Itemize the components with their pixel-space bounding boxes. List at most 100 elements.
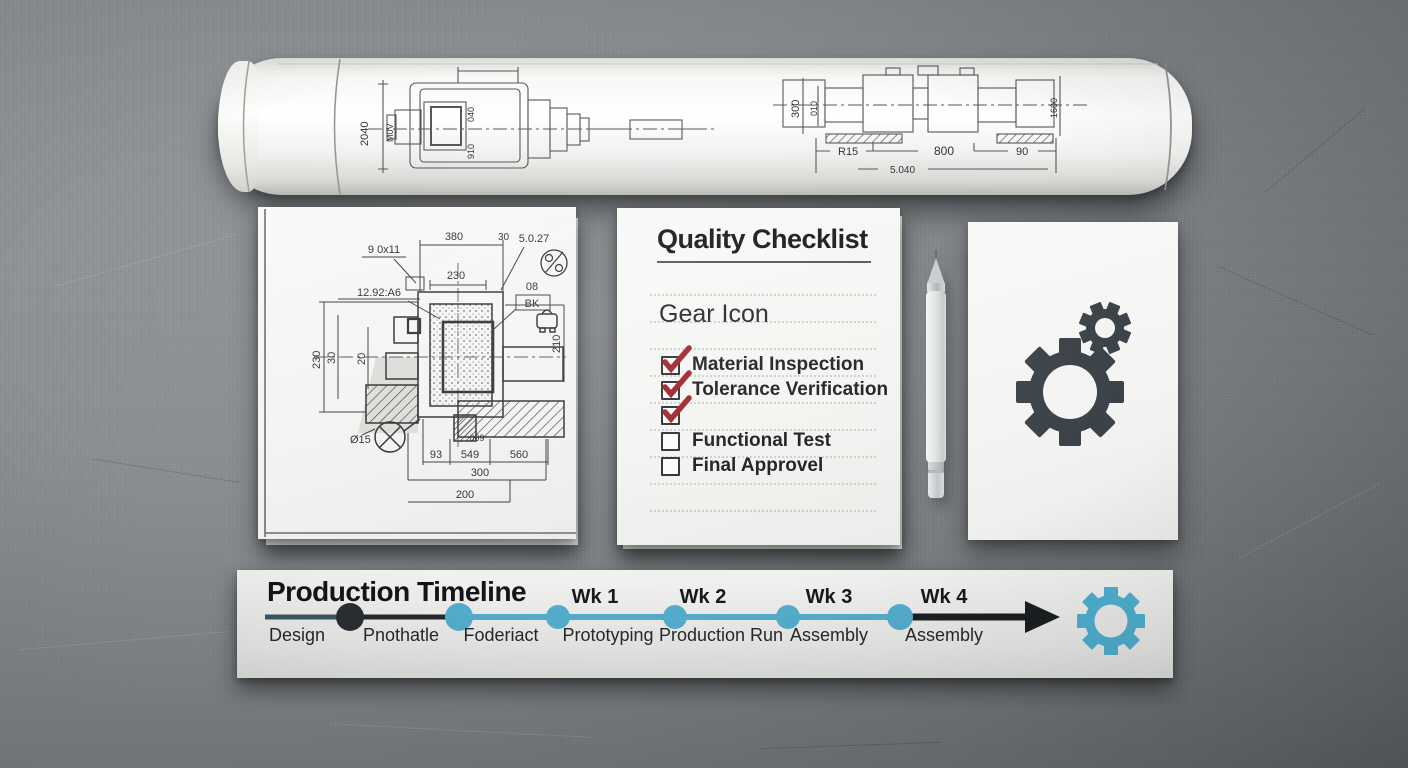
dim-label: 230 — [447, 270, 465, 282]
timeline-node[interactable] — [336, 603, 364, 631]
roll-dim-label: R15 — [838, 146, 858, 158]
checklist-item-label: Functional Test — [692, 430, 831, 451]
roll-dim-label: M0V — [385, 123, 395, 142]
checkbox[interactable] — [661, 456, 680, 476]
dim-label: 069 — [469, 433, 484, 443]
ruled-line — [650, 402, 876, 404]
checkbox[interactable] — [661, 369, 692, 400]
check-icon — [662, 394, 692, 423]
scratch — [1239, 482, 1381, 559]
timeline-node[interactable] — [776, 605, 800, 629]
pen-ferrule — [927, 283, 945, 292]
stage-label: Foderiact — [463, 625, 539, 645]
dim-label: 9 0x11 — [368, 244, 400, 256]
week-label: Wk 1 — [571, 586, 619, 608]
ruled-line — [650, 375, 876, 377]
dim-label: 380 — [445, 231, 463, 243]
arrow-head-icon — [1025, 601, 1060, 633]
dim-label: 560 — [510, 449, 528, 461]
checkbox[interactable] — [661, 394, 692, 425]
check-icon — [662, 369, 692, 398]
ruled-line — [650, 429, 876, 431]
dim-label: 200 — [456, 489, 474, 501]
timeline-node[interactable] — [663, 605, 687, 629]
dim-label: Ø15 — [350, 434, 371, 446]
scratch — [1217, 265, 1373, 336]
checklist-row: Material Inspection — [661, 344, 865, 376]
small-gear-icon — [1078, 301, 1132, 355]
roll-dim-label: 910 — [466, 144, 476, 159]
roll-dim-label: 040 — [466, 107, 476, 122]
pen-neck — [928, 462, 944, 470]
pen-body — [926, 291, 946, 463]
dim-label: 12.92:A6 — [357, 287, 401, 299]
production-timeline-panel: Production Timeline Wk 1 Wk 2 — [237, 570, 1173, 678]
stage-label: Pnothatle — [362, 625, 440, 645]
timeline-node[interactable] — [887, 604, 913, 630]
roll-dim-label: 300 — [790, 100, 802, 118]
pen — [922, 250, 950, 502]
dim-label: 230 — [311, 351, 323, 369]
week-label: Wk 2 — [679, 586, 727, 608]
checklist-item-label: Tolerance Verification — [692, 379, 889, 400]
checklist-row: Final Approvel — [661, 455, 823, 477]
check-icon — [662, 344, 692, 373]
title-underline — [657, 261, 871, 263]
dim-label: 30 — [326, 352, 338, 364]
quality-checklist-card: Quality Checklist Gear Icon Material Ins… — [617, 208, 900, 545]
dim-label: 300 — [471, 467, 489, 479]
checklist-item-label: Material Inspection — [692, 354, 865, 375]
ruled-line — [650, 348, 876, 350]
checklist-row: Tolerance Verification — [661, 369, 889, 401]
week-label: Wk 4 — [920, 586, 968, 608]
roll-dim-label: 800 — [934, 144, 954, 158]
ruled-line — [650, 510, 876, 512]
scratch — [330, 723, 590, 738]
stage-label: Prototyping — [562, 625, 654, 645]
dim-label: 20 — [356, 353, 368, 365]
scratch — [53, 233, 237, 288]
roll-dim-label: 010 — [809, 101, 819, 116]
timeline-node[interactable] — [546, 605, 570, 629]
pen-cone — [927, 258, 945, 284]
timeline-gear-icon — [1077, 587, 1145, 655]
blueprint-roll-drawing: 2040 M0V 040 910 300 010 1600 R15 800 90… — [242, 58, 1172, 195]
timeline-graphic — [265, 587, 1145, 655]
week-label: Wk 3 — [805, 586, 853, 608]
checkbox[interactable] — [661, 431, 680, 451]
roll-dim-label: 90 — [1016, 146, 1028, 158]
pen-cap — [928, 470, 944, 498]
ruled-line — [650, 483, 876, 485]
roll-dim-label: 2040 — [359, 122, 371, 146]
checklist-row — [661, 394, 692, 426]
dim-label: 30 — [498, 232, 510, 243]
stage-label: Design — [268, 625, 326, 645]
dim-label: 08 — [526, 281, 538, 293]
dim-label: 549 — [461, 449, 479, 461]
pen-tip — [935, 250, 937, 262]
dim-label: BK — [525, 298, 540, 310]
stage-label: Assembly — [789, 625, 869, 645]
scratch — [1264, 108, 1366, 193]
large-gear-icon — [1016, 338, 1124, 446]
checklist-item-label: Final Approvel — [692, 455, 824, 476]
scratch — [20, 630, 230, 651]
scratch — [90, 458, 240, 483]
ruled-line — [650, 294, 876, 296]
blueprint-roll: 2040 M0V 040 910 300 010 1600 R15 800 90… — [218, 58, 1192, 195]
timeline-node[interactable] — [445, 603, 473, 631]
dim-label: 93 — [430, 449, 442, 461]
gears-icon — [1016, 301, 1132, 446]
ruled-line — [650, 321, 876, 323]
technical-drawing-card: 380 30 5.0.27 9 0x11 230 12.92:A6 08 BK … — [258, 207, 576, 539]
scratch — [760, 741, 940, 750]
checklist-title: Quality Checklist — [657, 224, 868, 254]
gear-card — [968, 222, 1178, 540]
stage-label: Assembly — [904, 625, 984, 645]
roll-dim-label: 1600 — [1049, 98, 1059, 118]
roll-dim-label: 5.040 — [890, 165, 915, 176]
stage-label: Production Run — [658, 625, 784, 645]
checklist-row: Functional Test — [661, 430, 831, 452]
dim-label: 210 — [551, 335, 563, 353]
checkbox[interactable] — [661, 344, 692, 375]
